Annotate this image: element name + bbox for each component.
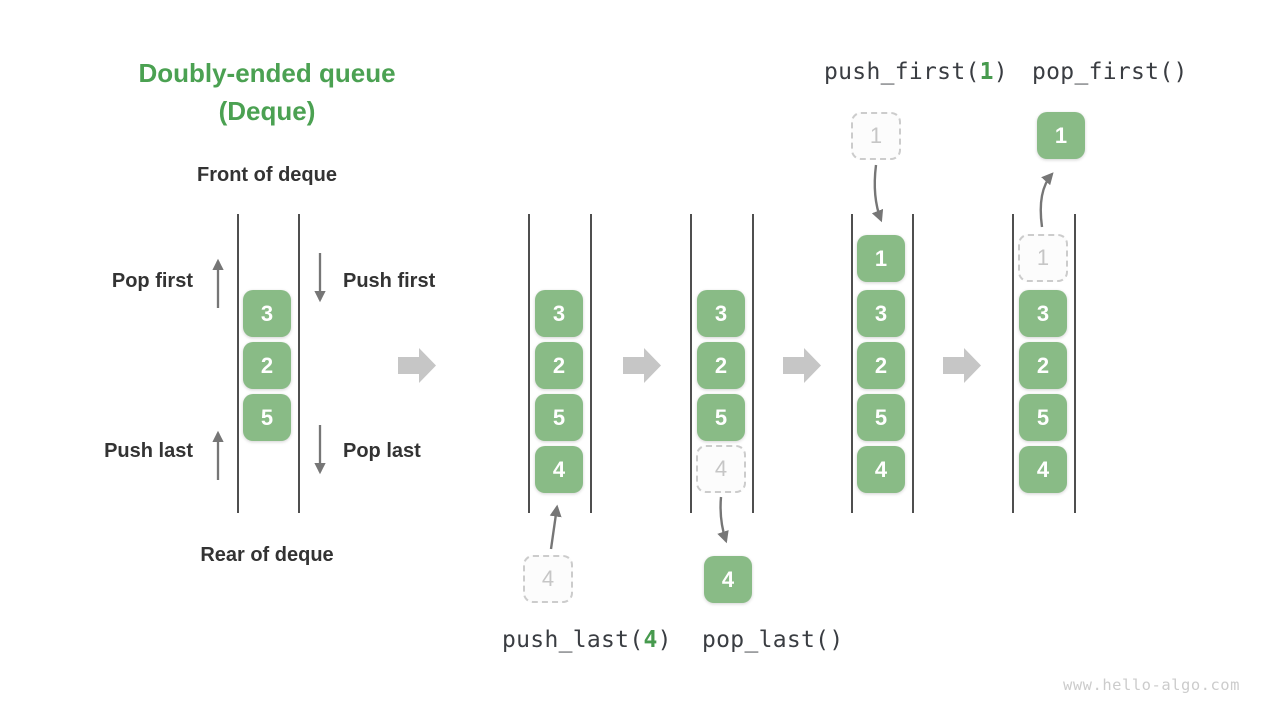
- queue-cell: 5: [535, 394, 583, 441]
- outgoing-value-box: 1: [1037, 112, 1085, 159]
- queue-wall: [528, 214, 530, 513]
- pop-first-remove-arrow-icon: [1039, 172, 1054, 228]
- queue-cell: 3: [857, 290, 905, 337]
- queue-cell: 4: [1019, 446, 1067, 493]
- queue-wall: [851, 214, 853, 513]
- diagram-title-line2: (Deque): [218, 96, 316, 126]
- queue-cell: 3: [535, 290, 583, 337]
- queue-wall: [690, 214, 692, 513]
- watermark: www.hello-algo.com: [1063, 676, 1240, 694]
- next-state-block-arrow-icon: [398, 348, 436, 383]
- queue-cell: 2: [535, 342, 583, 389]
- queue-wall: [298, 214, 300, 513]
- pop-last-code-label: pop_last(): [702, 627, 844, 653]
- queue-wall: [1012, 214, 1014, 513]
- diagram-title-line1: Doubly-ended queue: [138, 58, 396, 88]
- pop-first-code-label: pop_first(): [1032, 59, 1188, 85]
- incoming-value-box: 1: [851, 112, 901, 160]
- push-last-label: Push last: [104, 440, 193, 462]
- rear-of-deque-label: Rear of deque: [200, 544, 334, 566]
- queue-cell: 5: [697, 394, 745, 441]
- queue-cell: 2: [243, 342, 291, 389]
- push-first-code-label: push_first(1): [824, 59, 1008, 85]
- queue-cell: 2: [1019, 342, 1067, 389]
- queue-cell-removed-slot: 1: [1018, 234, 1068, 282]
- queue-cell: 3: [243, 290, 291, 337]
- outgoing-value-box: 4: [704, 556, 752, 603]
- push-first-insert-arrow-icon: [871, 164, 884, 223]
- front-of-deque-label: Front of deque: [197, 164, 337, 186]
- queue-cell: 3: [1019, 290, 1067, 337]
- incoming-value-box: 4: [523, 555, 573, 603]
- pop-first-label: Pop first: [111, 270, 193, 292]
- queue-cell: 1: [857, 235, 905, 282]
- push-first-label: Push first: [343, 270, 436, 292]
- push-last-code-label: push_last(4): [502, 627, 672, 653]
- next-state-block-arrow-icon: [783, 348, 821, 383]
- queue-cell: 4: [535, 446, 583, 493]
- next-state-block-arrow-icon: [943, 348, 981, 383]
- queue-cell: 2: [697, 342, 745, 389]
- queue-cell: 2: [857, 342, 905, 389]
- queue-cell: 5: [1019, 394, 1067, 441]
- queue-wall: [590, 214, 592, 513]
- queue-cell: 5: [857, 394, 905, 441]
- pop-last-remove-arrow-icon: [717, 496, 729, 544]
- queue-wall: [1074, 214, 1076, 513]
- next-state-block-arrow-icon: [623, 348, 661, 383]
- queue-cell: 3: [697, 290, 745, 337]
- pop-last-label: Pop last: [343, 440, 421, 462]
- queue-cell: 5: [243, 394, 291, 441]
- queue-cell-removed-slot: 4: [696, 445, 746, 493]
- queue-wall: [752, 214, 754, 513]
- queue-cell: 4: [857, 446, 905, 493]
- push-last-insert-arrow-icon: [549, 504, 562, 550]
- queue-wall: [237, 214, 239, 513]
- queue-wall: [912, 214, 914, 513]
